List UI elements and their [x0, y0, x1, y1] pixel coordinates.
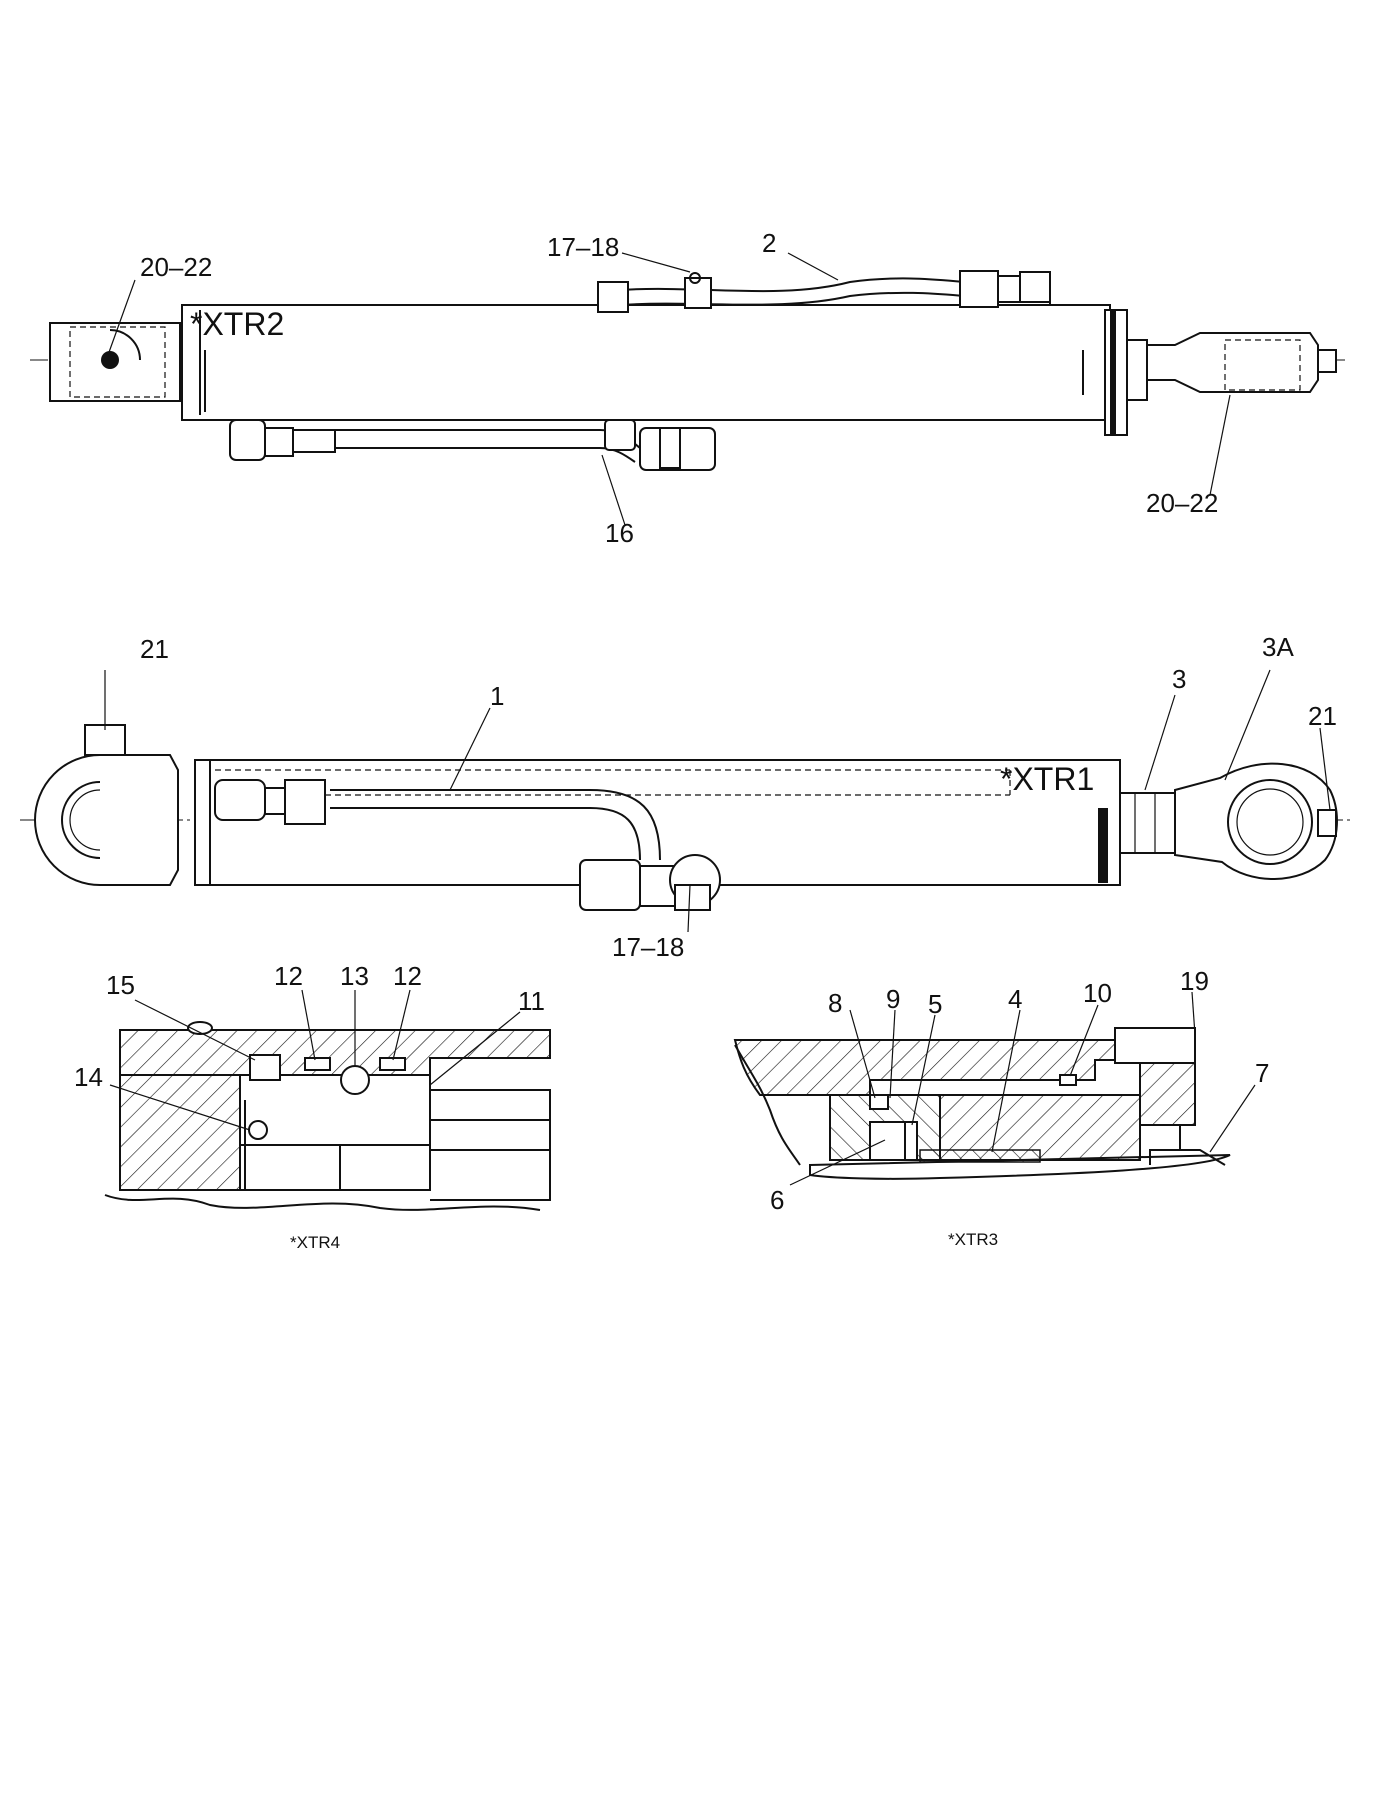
detail-xtr3 — [733, 1027, 1231, 1180]
callout-d4-15: 15 — [106, 970, 135, 1000]
callout-top-17-18: 17–18 — [547, 232, 619, 262]
callout-top-16: 16 — [605, 518, 634, 548]
callout-labels: 20–22 17–18 2 16 20–22 21 1 3 3A 21 17–1… — [74, 228, 1337, 1252]
middle-cylinder-view — [20, 724, 1350, 911]
callout-top-20-22-left: 20–22 — [140, 252, 212, 282]
callout-mid-21-left: 21 — [140, 634, 169, 664]
callout-mid-21-right: 21 — [1308, 701, 1337, 731]
callout-d4-13: 13 — [340, 961, 369, 991]
callout-mid-3a: 3A — [1262, 632, 1294, 662]
leader-lines — [104, 252, 1331, 1186]
top-cylinder-view — [30, 270, 1345, 471]
callout-d3-4: 4 — [1008, 984, 1022, 1014]
callout-d4-14: 14 — [74, 1062, 103, 1092]
callout-d4-11: 11 — [518, 986, 545, 1016]
callout-d3-7: 7 — [1255, 1058, 1269, 1088]
detail-ref-xtr2: *XTR2 — [190, 306, 284, 342]
callout-d3-19: 19 — [1180, 966, 1209, 996]
callout-d4-12b: 12 — [393, 961, 422, 991]
caption-xtr4: *XTR4 — [290, 1233, 340, 1252]
callout-top-20-22-right: 20–22 — [1146, 488, 1218, 518]
callout-top-2: 2 — [762, 228, 776, 258]
callout-d4-12a: 12 — [274, 961, 303, 991]
detail-ref-xtr1: *XTR1 — [1000, 761, 1094, 797]
callout-d3-5: 5 — [928, 989, 942, 1019]
callout-d3-6: 6 — [770, 1185, 784, 1215]
callout-mid-17-18: 17–18 — [612, 932, 684, 962]
detail-xtr4 — [104, 1021, 551, 1211]
callout-mid-1: 1 — [490, 681, 504, 711]
callout-d3-9: 9 — [886, 984, 900, 1014]
callout-d3-10: 10 — [1083, 978, 1112, 1008]
callout-mid-3: 3 — [1172, 664, 1186, 694]
callout-d3-8: 8 — [828, 988, 842, 1018]
caption-xtr3: *XTR3 — [948, 1230, 998, 1249]
